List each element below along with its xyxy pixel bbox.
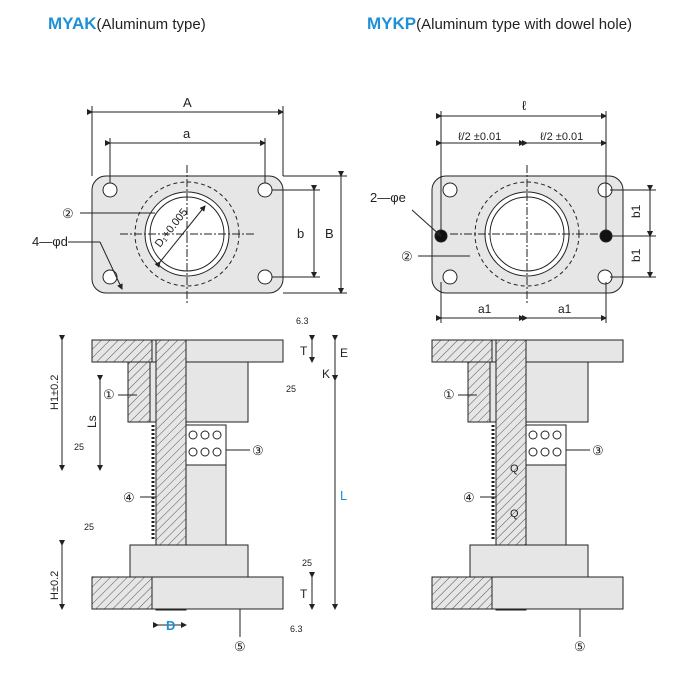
label-4-left: ④ <box>123 490 135 505</box>
label-Q-bottom: Q <box>510 508 519 520</box>
dim-K: K <box>322 367 330 381</box>
label-5-left: ⑤ <box>234 639 246 654</box>
label-Q-top: Q <box>510 463 519 475</box>
label-1-right: ① <box>443 387 455 402</box>
dim-a: a <box>183 126 191 141</box>
dim-L: L <box>340 488 347 503</box>
label-1-left: ① <box>103 387 115 402</box>
mykp-section-view <box>431 339 624 637</box>
dim-b1-top: b1 <box>629 204 643 218</box>
rough-25-bottom: 25 <box>302 558 312 568</box>
dim-b1-bottom: b1 <box>629 248 643 262</box>
label-5-right: ⑤ <box>574 639 586 654</box>
dim-H1: H1±0.2 <box>49 375 61 410</box>
rough-25-mid: 25 <box>74 442 84 452</box>
myak-section-view <box>59 335 338 637</box>
dim-B: B <box>325 226 334 241</box>
rough-63-bottom: 6.3 <box>290 624 303 634</box>
title-myak-code: MYAK <box>48 14 97 33</box>
title-mykp: MYKP(Aluminum type with dowel hole) <box>367 14 632 34</box>
dim-A: A <box>183 95 192 110</box>
label-3-left: ③ <box>252 443 264 458</box>
label-hole-e: 2—φe <box>370 190 406 205</box>
title-mykp-desc: (Aluminum type with dowel hole) <box>416 16 633 33</box>
dim-ell-half-left: ℓ/2 ±0.01 <box>458 131 501 143</box>
dim-a1-right: a1 <box>558 302 572 316</box>
dim-D: D <box>166 618 175 633</box>
dim-ell-half-right: ℓ/2 ±0.01 <box>540 131 583 143</box>
rough-25-top: 25 <box>286 384 296 394</box>
label-2-left: ② <box>62 206 74 221</box>
title-myak: MYAK(Aluminum type) <box>48 14 206 34</box>
rough-25-left: 25 <box>84 522 94 532</box>
mykp-top-view <box>411 111 656 323</box>
label-4-right: ④ <box>463 490 475 505</box>
myak-top-view <box>68 106 347 305</box>
title-mykp-code: MYKP <box>367 14 417 33</box>
dim-b: b <box>297 226 304 241</box>
rough-63-top: 6.3 <box>296 316 309 326</box>
dim-T-bottom: T <box>300 587 308 601</box>
dim-a1-left: a1 <box>478 302 492 316</box>
dim-H: H±0.2 <box>49 571 61 600</box>
dim-T-top: T <box>300 344 308 358</box>
label-hole-d: 4—φd <box>32 234 68 249</box>
dim-Ls: Ls <box>85 415 99 428</box>
label-2-right: ② <box>401 249 413 264</box>
title-myak-desc: (Aluminum type) <box>96 16 206 33</box>
dim-ell: ℓ <box>522 98 527 113</box>
dim-E: E <box>340 346 348 360</box>
label-3-right: ③ <box>592 443 604 458</box>
